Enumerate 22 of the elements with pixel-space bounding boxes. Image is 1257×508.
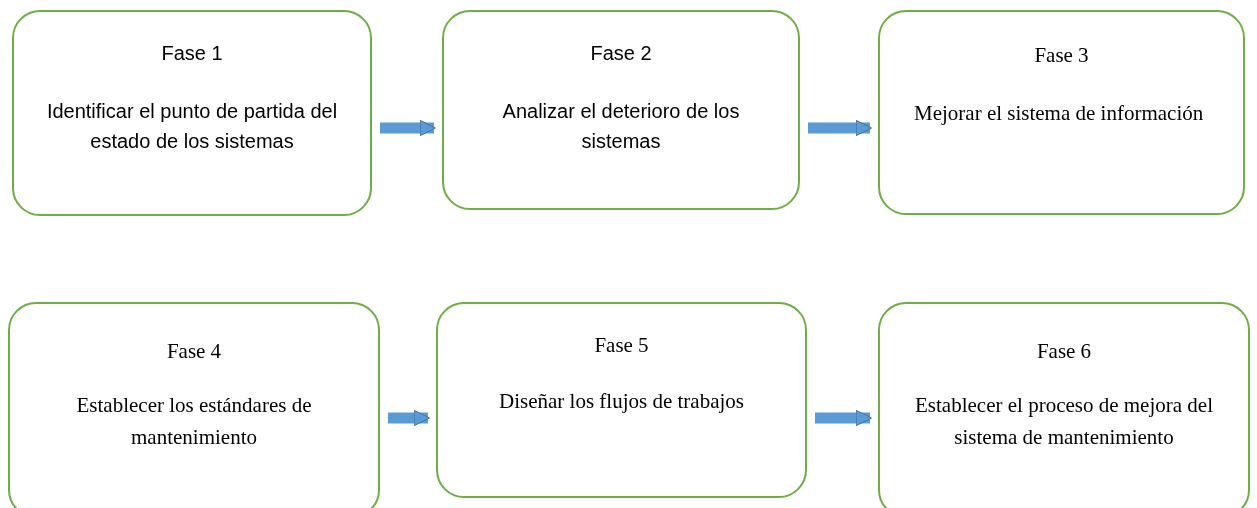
process-box xyxy=(436,302,807,498)
block-arrow xyxy=(380,119,436,137)
process-box xyxy=(878,302,1250,508)
phase-heading: Fase 2 xyxy=(589,41,653,66)
phase-description: Diseñar los flujos de trabajos xyxy=(498,388,745,415)
process-box xyxy=(878,10,1245,215)
phase-description: Identificar el punto de partida del estado de los sistemas xyxy=(45,99,339,154)
phase-description: Analizar el deterioro de los sistemas xyxy=(501,99,741,154)
phase-description: Mejorar el sistema de información xyxy=(914,100,1205,127)
block-arrow xyxy=(388,409,430,427)
block-arrow xyxy=(808,119,872,137)
process-box xyxy=(8,302,380,508)
phase-heading: Fase 4 xyxy=(165,338,223,365)
process-box xyxy=(442,10,800,210)
phase-description: Establecer el proceso de mejora del sistema de mantenimiento xyxy=(914,392,1214,451)
process-box xyxy=(12,10,372,216)
block-arrow xyxy=(815,409,872,427)
phase-heading: Fase 6 xyxy=(1035,338,1093,365)
phase-heading: Fase 1 xyxy=(160,41,224,66)
phase-description: Establecer los estándares de mantenimiento xyxy=(75,392,313,451)
phase-heading: Fase 5 xyxy=(593,332,650,359)
phase-heading: Fase 3 xyxy=(1033,42,1090,69)
